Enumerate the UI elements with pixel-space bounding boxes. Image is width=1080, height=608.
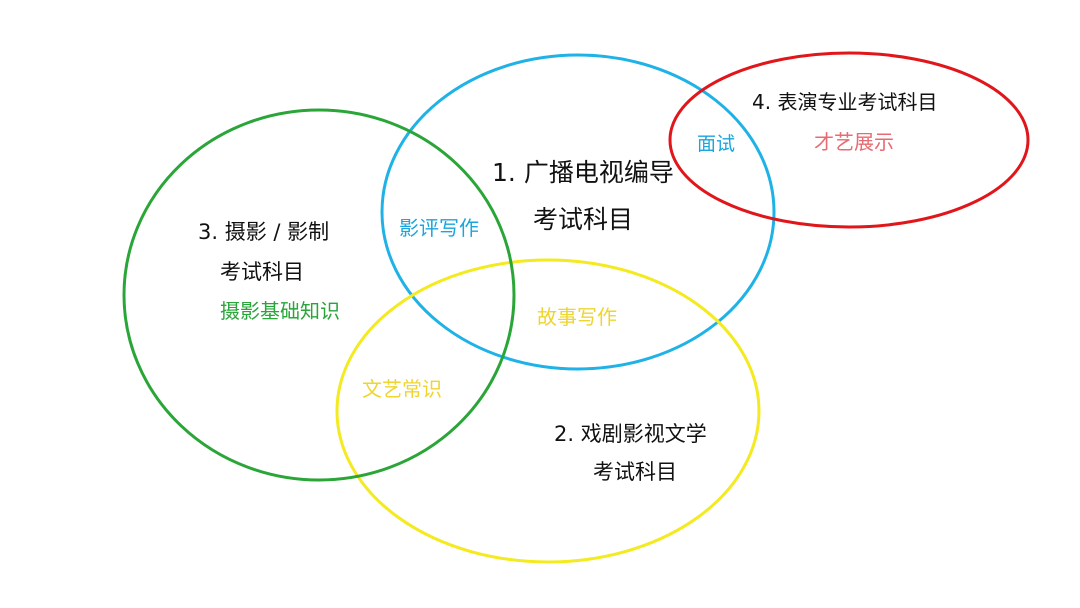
broadcast-title-line2: 考试科目 bbox=[533, 205, 634, 234]
photography-title: 摄影 / 影制 bbox=[224, 220, 330, 244]
photography-subject: 摄影基础知识 bbox=[220, 299, 340, 323]
drama-title: 戏剧影视文学 bbox=[580, 422, 707, 446]
overlap-interview: 面试 bbox=[697, 133, 736, 155]
broadcast-title: 广播电视编导 bbox=[523, 158, 674, 187]
circle-broadcast-directing bbox=[380, 53, 776, 371]
performance-title-text: 表演专业考试科目 bbox=[777, 90, 938, 114]
overlap-film-review: 影评写作 bbox=[399, 216, 479, 240]
overlap-story-writing: 故事写作 bbox=[537, 305, 617, 329]
circle-drama-film-literature bbox=[335, 258, 761, 564]
drama-title-line1: 2. 戏剧影视文学 bbox=[554, 424, 707, 445]
broadcast-number: 1. bbox=[492, 158, 516, 187]
photography-title-line1: 3. 摄影 / 影制 bbox=[198, 222, 329, 243]
overlap-art-knowledge: 文艺常识 bbox=[362, 377, 442, 401]
performance-title: 4. 表演专业考试科目 bbox=[752, 92, 937, 112]
photography-number: 3. bbox=[198, 220, 219, 244]
circle-performance bbox=[668, 51, 1030, 229]
drama-title-line2: 考试科目 bbox=[593, 460, 677, 484]
broadcast-title-line1: 1. 广播电视编导 bbox=[492, 160, 674, 185]
drama-number: 2. bbox=[554, 422, 575, 446]
photography-title-line2: 考试科目 bbox=[220, 260, 304, 284]
performance-number: 4. bbox=[752, 90, 772, 114]
performance-subject: 才艺展示 bbox=[814, 130, 894, 154]
circle-photography bbox=[122, 108, 516, 482]
